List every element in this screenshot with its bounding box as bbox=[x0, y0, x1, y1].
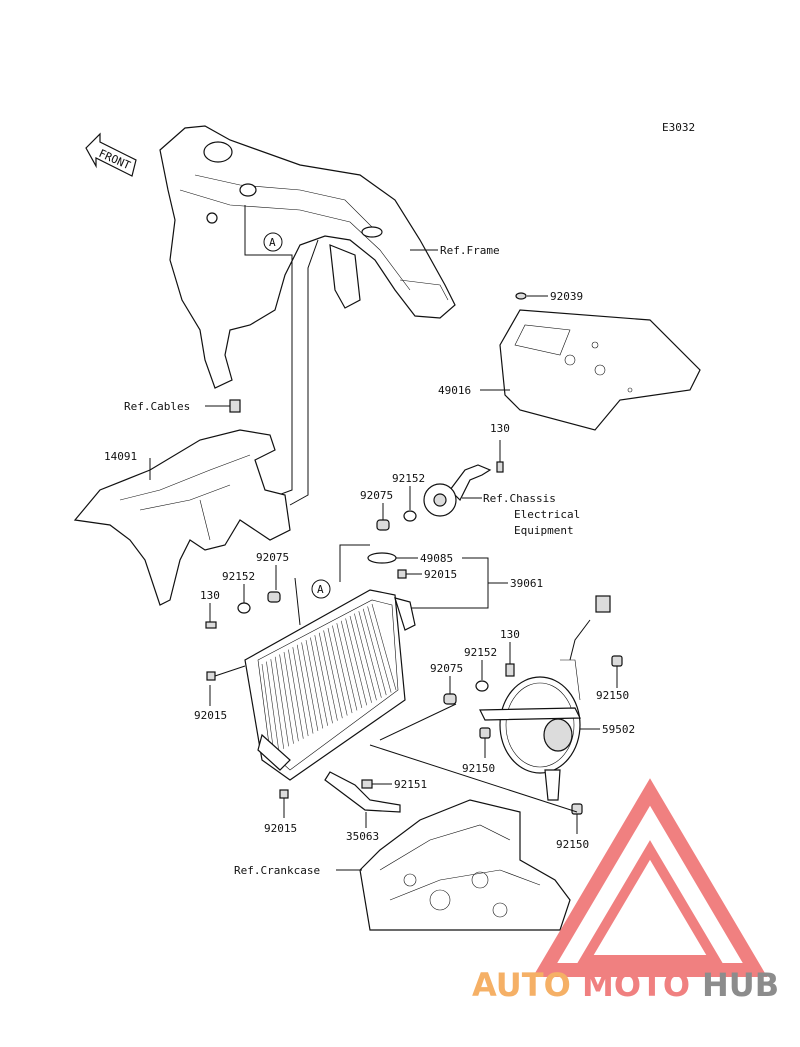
label-39061: 39061 bbox=[510, 577, 543, 590]
radiator-fin bbox=[305, 639, 324, 729]
bolt-130-left bbox=[205, 621, 217, 629]
radiator-fin bbox=[310, 637, 328, 726]
radiator-fin bbox=[327, 627, 348, 716]
label-ref-frame: Ref.Frame bbox=[440, 244, 500, 257]
grommet-92075-left bbox=[267, 591, 281, 603]
label-92152-upper: 92152 bbox=[392, 472, 425, 485]
label-ref-crankcase: Ref.Crankcase bbox=[234, 864, 320, 877]
grommet-92015-left bbox=[206, 671, 216, 681]
radiator-fin bbox=[354, 613, 377, 701]
label-92152-mid: 92152 bbox=[464, 646, 497, 659]
radiator-cap bbox=[367, 552, 397, 564]
radiator-core bbox=[244, 589, 416, 781]
label-ref-chassis-2: Electrical bbox=[514, 508, 580, 521]
radiator-fin bbox=[358, 611, 382, 698]
svg-text:HUB: HUB bbox=[702, 966, 779, 1004]
radiator-fin bbox=[301, 642, 319, 732]
label-92015-lower: 92015 bbox=[264, 822, 297, 835]
label-92150-upper: 92150 bbox=[596, 689, 629, 702]
radiator-fin bbox=[332, 625, 353, 714]
washer-92152-upper bbox=[403, 510, 417, 522]
svg-text:AUTO: AUTO bbox=[472, 966, 571, 1004]
bolt-130-mid bbox=[505, 663, 515, 677]
label-49016: 49016 bbox=[438, 384, 471, 397]
label-59502: 59502 bbox=[602, 723, 635, 736]
radiator-fin bbox=[266, 661, 280, 752]
radiator-fin bbox=[318, 632, 338, 721]
label-92150-lower: 92150 bbox=[556, 838, 589, 851]
radiator-fin bbox=[292, 647, 309, 737]
radiator-fin bbox=[371, 603, 397, 691]
cable-connector bbox=[229, 399, 241, 413]
label-130-mid: 130 bbox=[500, 628, 520, 641]
automotohub-watermark: AUTO MOTO HUB bbox=[472, 778, 779, 1004]
label-ref-cables: Ref.Cables bbox=[124, 400, 190, 413]
label-92075-left: 92075 bbox=[256, 551, 289, 564]
radiator-fin bbox=[270, 659, 285, 749]
radiator-fin bbox=[261, 663, 275, 755]
svg-text:MOTO: MOTO bbox=[582, 966, 690, 1004]
nut-92150-mid bbox=[479, 727, 491, 739]
radiator-fin bbox=[283, 651, 299, 742]
svg-text:A: A bbox=[269, 236, 276, 249]
grommet-92015-lower bbox=[279, 789, 289, 799]
label-ref-chassis-1: Ref.Chassis bbox=[483, 492, 556, 505]
radiator-fin bbox=[349, 615, 372, 703]
grommet-92075-upper bbox=[376, 519, 390, 531]
radiator-fin bbox=[336, 623, 358, 711]
radiator-fin bbox=[274, 656, 289, 747]
radiator-fin bbox=[362, 608, 387, 696]
diagram-code: E3032 bbox=[662, 121, 695, 134]
washer-92152-mid bbox=[475, 680, 489, 692]
nut-92150-upper bbox=[611, 655, 623, 667]
ref-a-marker-top: A bbox=[263, 232, 283, 252]
radiator-fin bbox=[340, 620, 363, 708]
grommet-92075-mid bbox=[443, 693, 457, 705]
ref-a-marker-lower: A bbox=[311, 579, 331, 599]
label-92075-mid: 92075 bbox=[430, 662, 463, 675]
label-92150-mid: 92150 bbox=[462, 762, 495, 775]
grommet-92015-top bbox=[397, 569, 407, 579]
crankcase-illustration bbox=[359, 799, 571, 931]
svg-text:A: A bbox=[317, 583, 324, 596]
label-ref-chassis-3: Equipment bbox=[514, 524, 574, 537]
label-92039: 92039 bbox=[550, 290, 583, 303]
radiator-fin bbox=[314, 635, 333, 724]
label-130-left: 130 bbox=[200, 589, 220, 602]
label-35063: 35063 bbox=[346, 830, 379, 843]
label-49085: 49085 bbox=[420, 552, 453, 565]
radiator-fin bbox=[345, 618, 368, 706]
horn-bracket bbox=[423, 464, 492, 517]
clip-92039 bbox=[515, 292, 527, 300]
frame-illustration bbox=[159, 125, 456, 389]
washer-92152-left bbox=[237, 602, 251, 614]
bolt-92151 bbox=[361, 779, 373, 789]
radiator-fin bbox=[288, 649, 304, 739]
plate-49016 bbox=[499, 309, 701, 431]
label-130-top: 130 bbox=[490, 422, 510, 435]
label-92015-top: 92015 bbox=[424, 568, 457, 581]
fan-connector bbox=[595, 595, 611, 613]
label-92015-left: 92015 bbox=[194, 709, 227, 722]
label-92152-left: 92152 bbox=[222, 570, 255, 583]
radiator-fin bbox=[296, 644, 314, 734]
nut-92150-lower bbox=[571, 803, 583, 815]
radiator-fin bbox=[323, 630, 343, 719]
fan-59502 bbox=[479, 595, 611, 801]
front-arrow-icon: FRONT bbox=[85, 132, 137, 177]
shroud-14091 bbox=[73, 429, 291, 606]
label-14091: 14091 bbox=[104, 450, 137, 463]
bracket-35063 bbox=[324, 771, 401, 813]
label-92075-upper: 92075 bbox=[360, 489, 393, 502]
radiator-fin bbox=[367, 606, 392, 693]
label-92151: 92151 bbox=[394, 778, 427, 791]
bolt-130-top bbox=[496, 461, 504, 473]
radiator-fin bbox=[279, 654, 294, 744]
